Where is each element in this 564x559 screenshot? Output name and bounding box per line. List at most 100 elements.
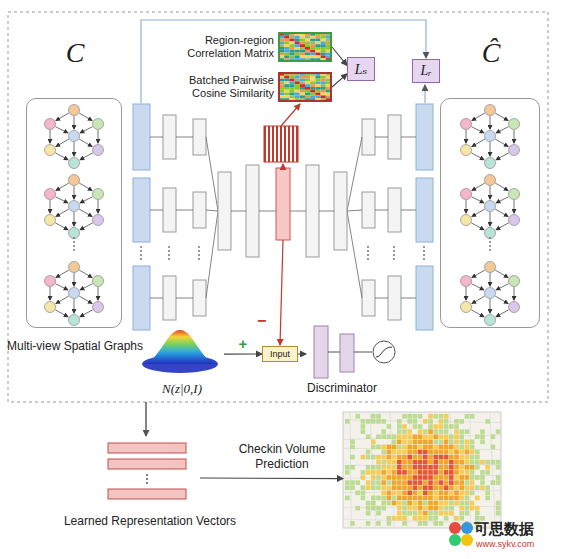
stroke (315, 95, 320, 98)
stroke (490, 412, 495, 528)
stroke (418, 424, 423, 429)
stroke (310, 53, 315, 56)
node-text: Region-region Correlation Matrix (170, 34, 274, 60)
stroke (361, 470, 366, 475)
stroke (423, 250, 425, 252)
stroke (418, 491, 423, 496)
stroke (514, 287, 515, 300)
stroke (376, 511, 381, 516)
stroke (345, 485, 350, 490)
stroke (454, 445, 459, 450)
stroke (350, 412, 351, 528)
vector-bar (108, 489, 186, 499)
stroke (350, 485, 355, 490)
stroke (350, 480, 355, 485)
stroke (392, 450, 397, 455)
stroke (439, 485, 444, 490)
stroke (413, 485, 418, 490)
stroke (347, 211, 362, 298)
stroke (321, 84, 326, 87)
stroke (176, 210, 193, 211)
stroke (393, 258, 395, 260)
stroke (390, 412, 394, 528)
stroke (465, 440, 470, 445)
stroke (402, 516, 407, 521)
stroke (402, 475, 407, 480)
node-text: Input (270, 349, 290, 359)
stroke (284, 87, 289, 90)
layer-bar (218, 172, 231, 250)
stroke (392, 460, 397, 465)
stroke (381, 429, 386, 434)
stroke (407, 434, 412, 439)
stroke (305, 44, 310, 47)
stroke (428, 475, 433, 480)
stroke (413, 501, 418, 506)
stroke (74, 273, 75, 286)
stroke (428, 501, 433, 506)
stroke (475, 460, 480, 465)
stroke (284, 50, 289, 53)
stroke (418, 516, 423, 521)
stroke (310, 44, 315, 47)
connector (224, 353, 262, 354)
stroke (428, 455, 433, 460)
stroke (465, 475, 470, 480)
stroke (407, 496, 412, 501)
stroke (300, 41, 305, 44)
stroke (459, 419, 464, 424)
stroke (480, 434, 485, 439)
stroke (475, 511, 480, 516)
stroke (402, 491, 407, 496)
stroke (449, 506, 454, 511)
stroke (371, 496, 376, 501)
stroke (176, 298, 193, 299)
node-text: Batched Pairwise Cosine Similarity (168, 74, 274, 100)
stroke (50, 287, 51, 300)
stroke (361, 475, 366, 480)
stroke (496, 475, 501, 480)
stroke (55, 127, 67, 133)
stroke (418, 429, 423, 434)
stroke (289, 53, 294, 56)
stroke (428, 465, 433, 470)
stroke (376, 455, 381, 460)
stroke (74, 116, 75, 129)
stroke (305, 50, 310, 53)
stroke (367, 258, 369, 260)
stroke (402, 470, 407, 475)
layer-bar (334, 172, 347, 250)
stroke (495, 209, 508, 216)
stroke (418, 501, 423, 506)
stroke (289, 44, 294, 47)
stroke (392, 470, 397, 475)
stroke (376, 460, 381, 465)
stroke (290, 211, 306, 212)
stroke (392, 434, 397, 439)
stroke (284, 81, 289, 84)
stroke (423, 521, 428, 526)
layer-bar (163, 276, 176, 320)
stroke (418, 450, 423, 455)
stroke (459, 465, 464, 470)
stroke (465, 506, 470, 511)
stroke (387, 424, 392, 429)
stroke (496, 429, 501, 434)
graph-node (485, 315, 496, 326)
stroke (321, 39, 326, 42)
stroke (449, 470, 454, 475)
stroke (140, 258, 142, 260)
stroke (305, 55, 310, 58)
stroke (459, 470, 464, 475)
stroke (355, 480, 360, 485)
stroke (470, 455, 475, 460)
stroke (439, 511, 444, 516)
stroke (310, 90, 315, 93)
stroke (480, 429, 485, 434)
stroke (485, 460, 490, 465)
stroke (300, 90, 305, 93)
stroke (459, 496, 464, 501)
layer-bar (388, 115, 401, 159)
stroke (472, 296, 485, 303)
